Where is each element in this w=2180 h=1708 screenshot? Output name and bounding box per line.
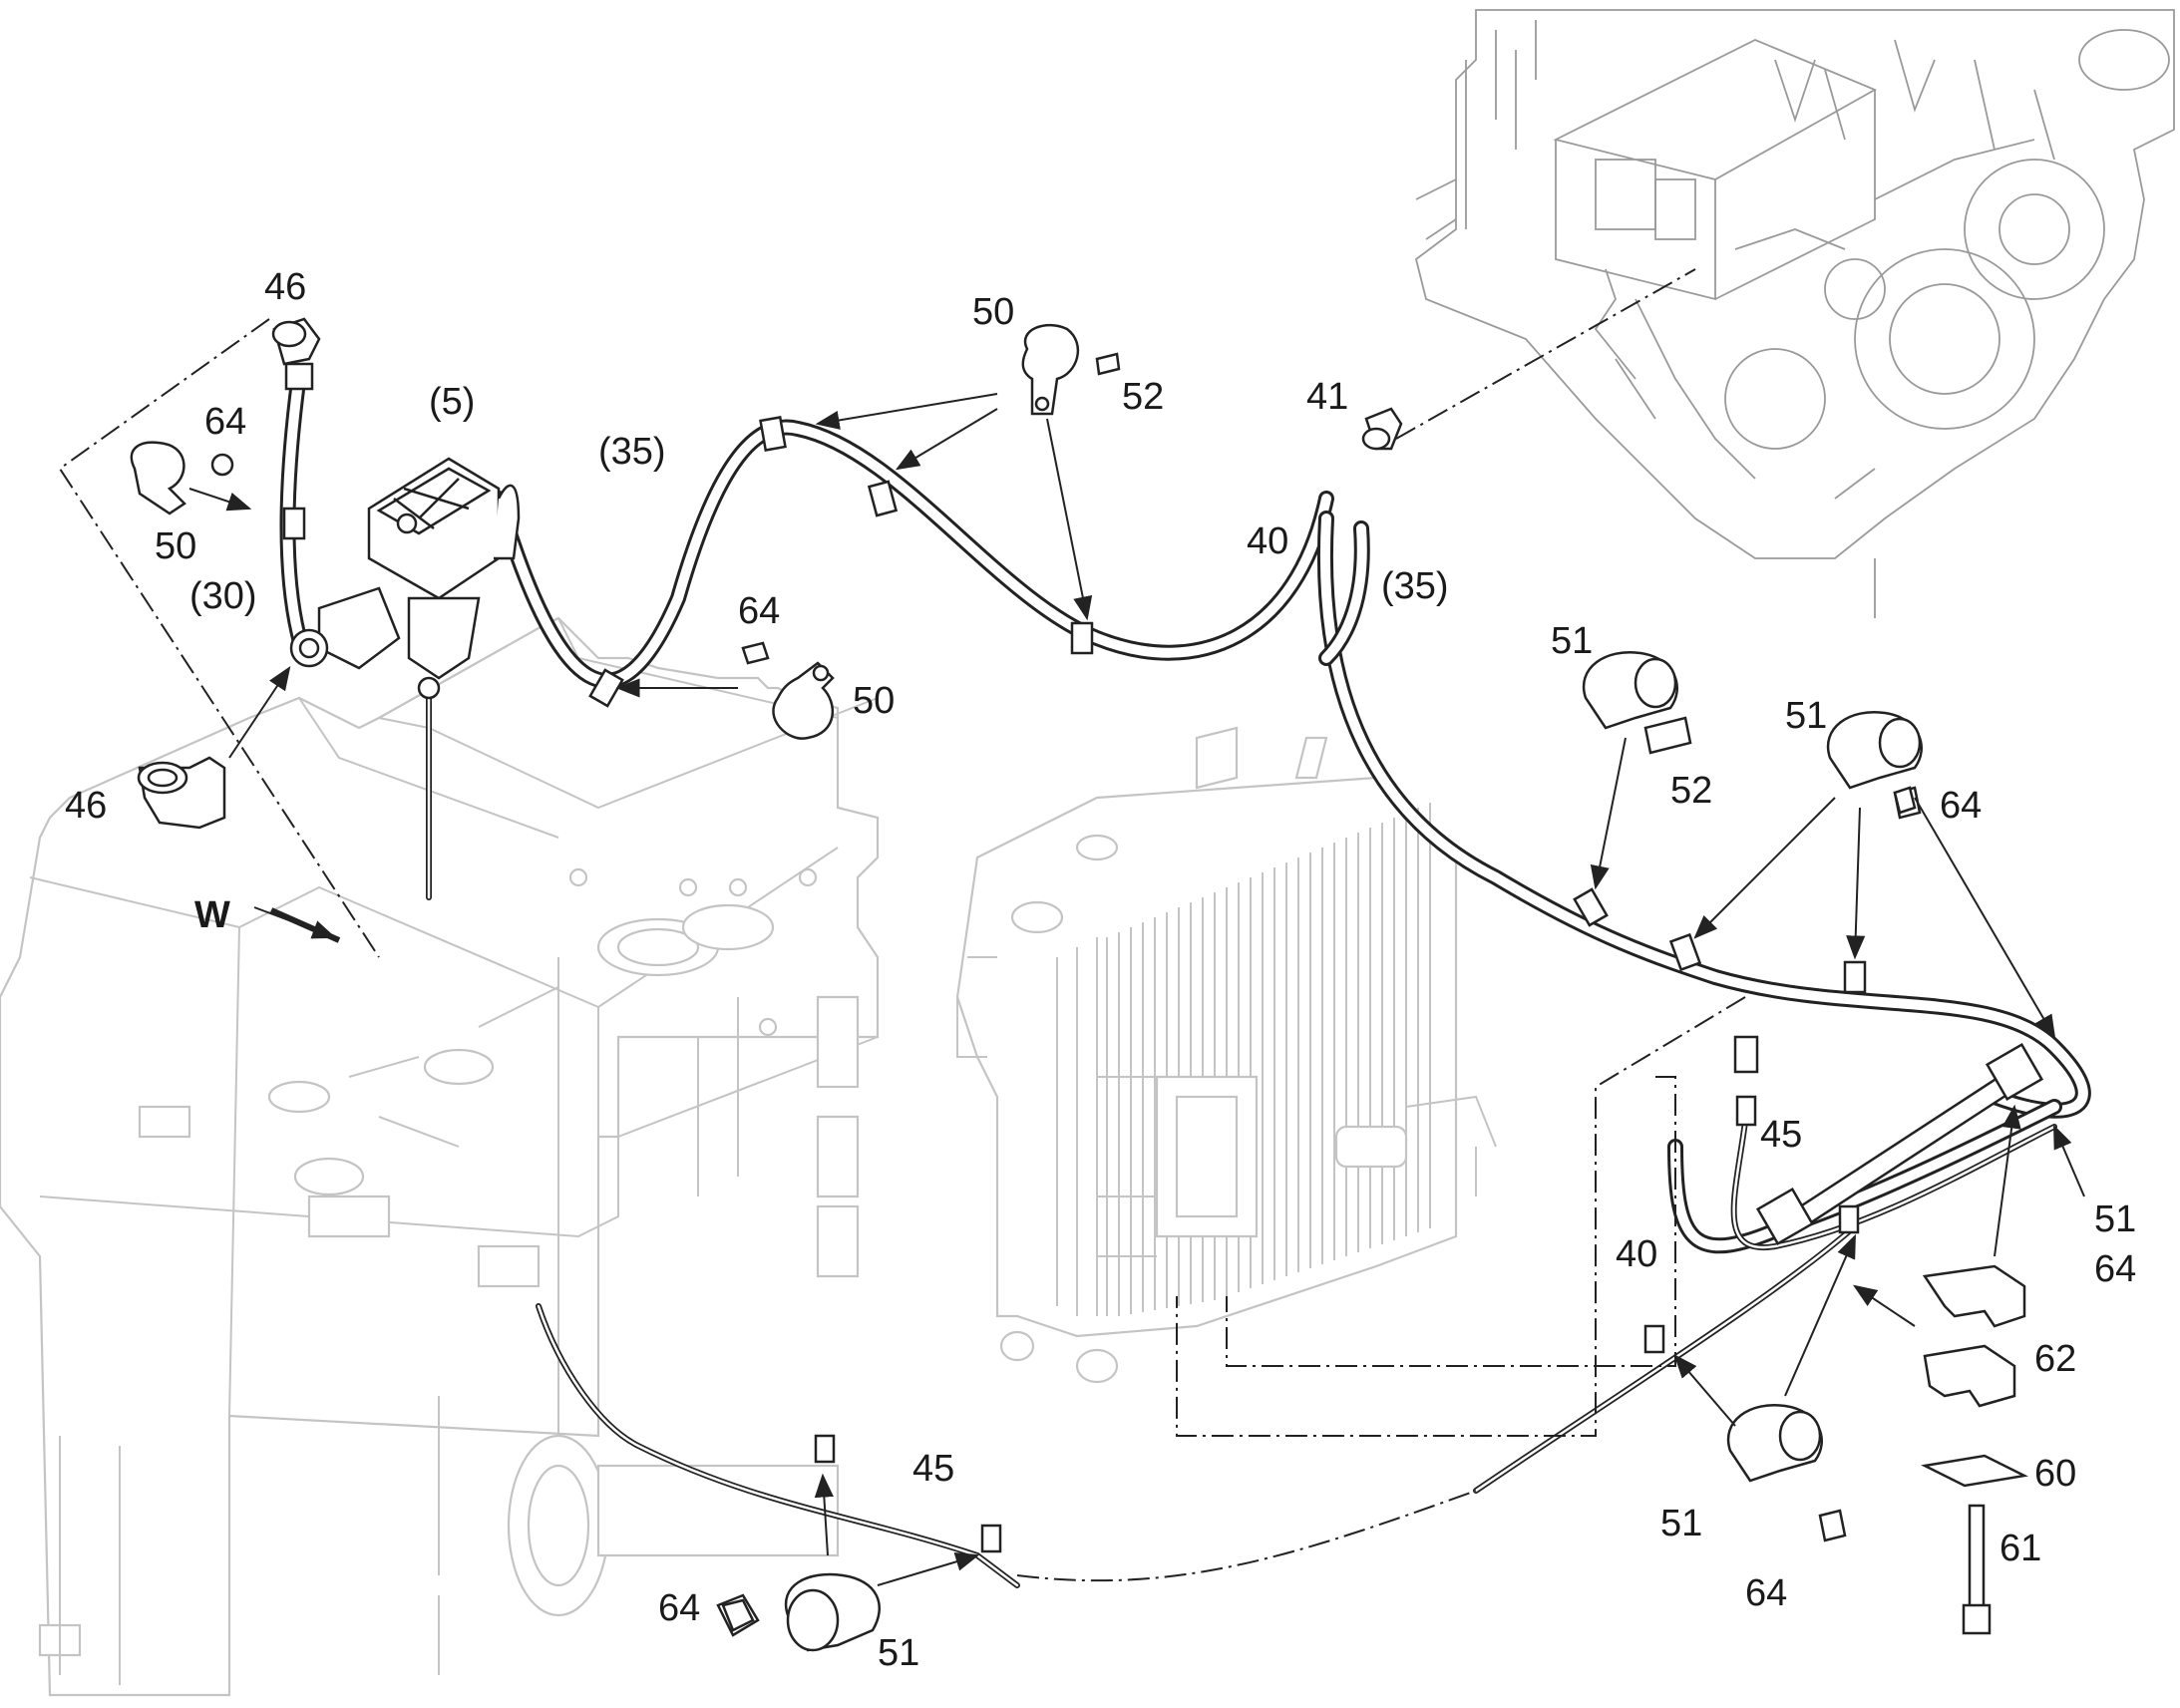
nuts-64 [721, 786, 1917, 1632]
label-35-left: (35) [598, 431, 666, 473]
label-61: 61 [1999, 1528, 2041, 1569]
label-52-b: 52 [1670, 770, 1712, 812]
label-52-top: 52 [1122, 376, 1164, 418]
fuel-filter [289, 457, 521, 700]
label-46-bottom: 46 [65, 785, 107, 827]
label-64-b: 64 [1940, 785, 1982, 827]
leader-arrows [188, 393, 2085, 1586]
label-W: W [194, 894, 230, 936]
clamp-50-top-left [130, 441, 234, 515]
label-62: 62 [2034, 1338, 2076, 1380]
label-30: (30) [189, 575, 257, 617]
fitting-46-elbow [137, 756, 226, 830]
label-51-b: 51 [1785, 695, 1827, 737]
label-50-top-left: 50 [155, 525, 196, 567]
clamp-51-d [716, 1572, 881, 1652]
bolt-61 [1962, 1504, 1992, 1635]
label-64-d: 64 [1745, 1572, 1787, 1614]
label-40-top: 40 [1247, 520, 1288, 562]
clamp-bar [1755, 1042, 2044, 1246]
label-5: (5) [429, 381, 475, 423]
clamp-50-mid [741, 641, 835, 740]
label-50-top: 50 [972, 291, 1014, 333]
label-64-e: 64 [658, 1587, 700, 1629]
label-45-right: 45 [1760, 1114, 1802, 1156]
label-51-e: 51 [878, 1632, 919, 1674]
label-35-right: (35) [1381, 565, 1449, 607]
clamp-50-top [1021, 323, 1121, 416]
label-64-mid: 64 [738, 590, 780, 632]
label-50-mid: 50 [853, 680, 895, 722]
clamp-51-a [1582, 650, 1692, 755]
bracket-62 [1922, 1264, 2026, 1408]
label-51-a: 51 [1551, 620, 1593, 662]
label-45-bottom: 45 [912, 1448, 954, 1490]
radiator-illustration [955, 726, 1497, 1384]
callout-labels: 46 64 50 (5) (30) 46 W 50 52 (35) 64 50 … [65, 266, 2136, 1674]
plate-60 [1921, 1454, 2028, 1488]
label-64-top-left: 64 [204, 401, 246, 443]
fitting-46-top [271, 317, 321, 391]
engine-illustration [1414, 9, 2175, 618]
tank-frame-illustration [0, 616, 880, 1697]
label-64-c: 64 [2094, 1248, 2136, 1290]
label-51-c: 51 [2094, 1198, 2136, 1240]
elbow-41 [1361, 407, 1403, 451]
clamp-51-c [1726, 1403, 1847, 1542]
label-40-bottom: 40 [1616, 1233, 1657, 1275]
hose-clips [282, 416, 1867, 1553]
label-60: 60 [2034, 1453, 2076, 1495]
label-46-top: 46 [264, 266, 306, 308]
fitting-45 [1733, 1035, 1759, 1127]
label-51-d: 51 [1660, 1503, 1702, 1544]
label-41: 41 [1306, 376, 1348, 418]
